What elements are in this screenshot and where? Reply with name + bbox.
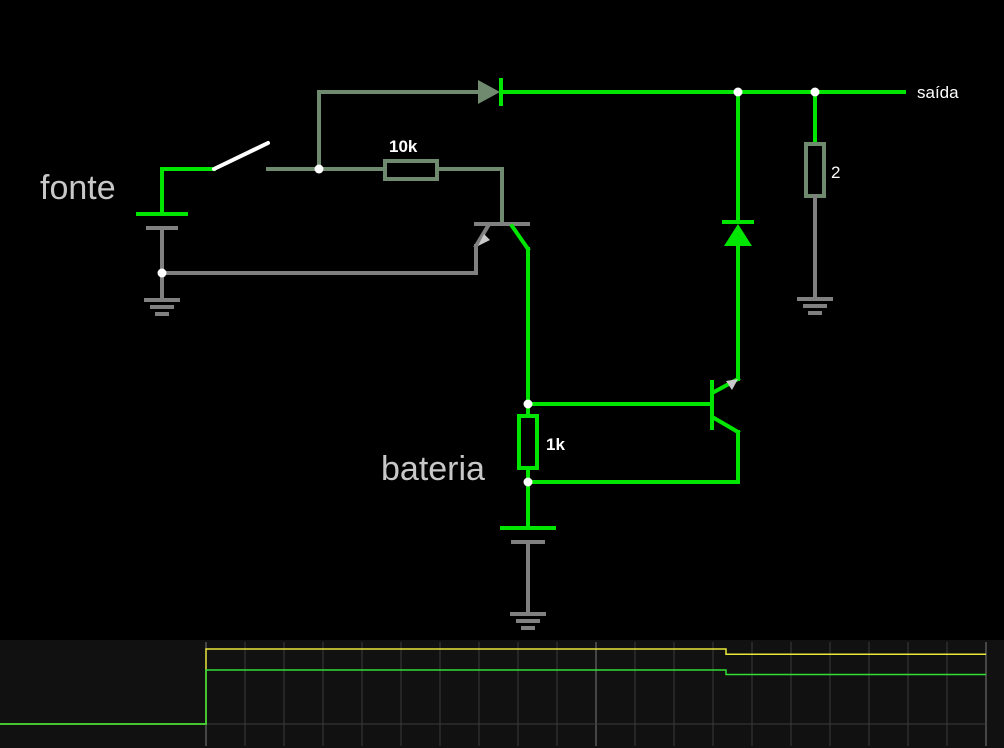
scope-traces bbox=[0, 648, 986, 725]
scope-grid bbox=[205, 642, 987, 746]
oscilloscope-panel[interactable] bbox=[0, 640, 1004, 748]
source-label: fonte bbox=[40, 169, 116, 207]
resistor-load-label: 2 bbox=[831, 163, 840, 182]
wire-node-to-diode1 bbox=[317, 90, 480, 171]
pnp-transistor[interactable] bbox=[473, 222, 531, 252]
diode-vertical[interactable] bbox=[722, 220, 754, 246]
junction-node bbox=[314, 164, 324, 174]
junction-node bbox=[157, 268, 167, 278]
diode-top[interactable] bbox=[478, 78, 503, 106]
resistor-load-2[interactable] bbox=[804, 142, 826, 198]
output-label: saída bbox=[917, 83, 959, 102]
npn-transistor[interactable] bbox=[710, 376, 741, 435]
wire-source-to-switch bbox=[160, 167, 216, 216]
resistor-1k-label: 1k bbox=[546, 435, 565, 454]
resistor-1k[interactable] bbox=[517, 414, 539, 470]
junction-node bbox=[810, 87, 820, 97]
junction-node bbox=[733, 87, 743, 97]
switch[interactable] bbox=[212, 141, 270, 171]
wire-10k-to-pnp-base bbox=[435, 167, 504, 226]
wire-npn-to-battery-bottom bbox=[526, 430, 740, 484]
source-battery-symbol[interactable] bbox=[136, 212, 188, 302]
load-ground-icon bbox=[797, 297, 833, 315]
wire-pnp-emitter-to-source bbox=[160, 244, 478, 275]
battery-symbol[interactable] bbox=[500, 526, 556, 616]
scope-trace-0 bbox=[0, 648, 986, 725]
scope-trace-1 bbox=[0, 669, 986, 725]
resistor-10k-label: 10k bbox=[389, 137, 418, 156]
junction-node bbox=[523, 477, 533, 487]
battery-label: bateria bbox=[381, 450, 485, 488]
junction-node bbox=[523, 399, 533, 409]
resistor-10k[interactable] bbox=[383, 159, 439, 181]
source-ground-icon bbox=[144, 298, 180, 316]
battery-ground-icon bbox=[510, 612, 546, 630]
